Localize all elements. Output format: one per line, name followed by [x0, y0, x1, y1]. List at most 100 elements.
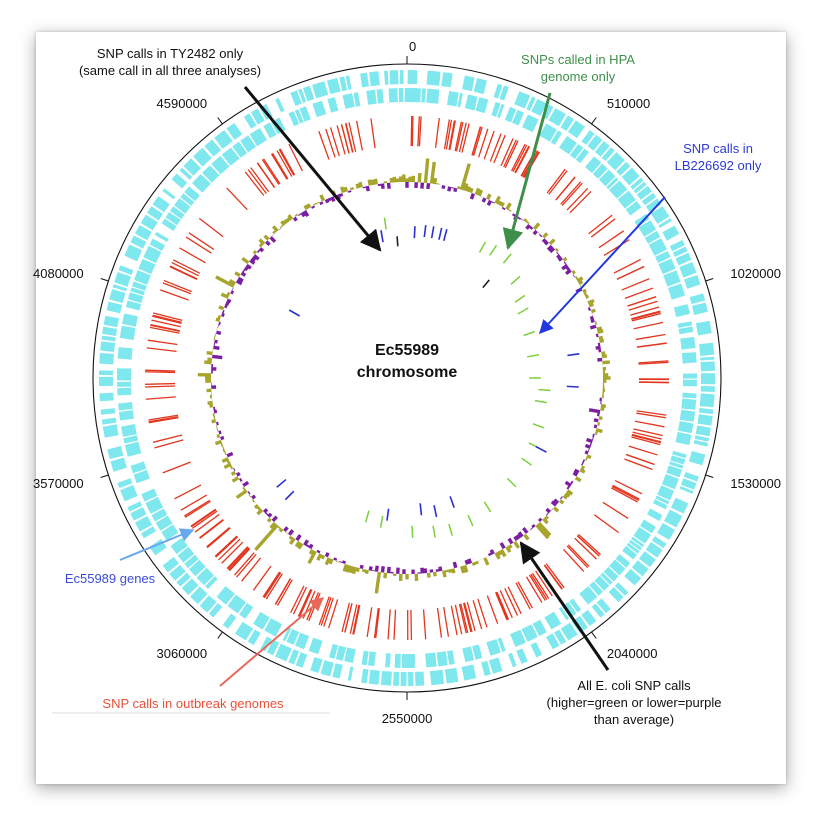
snp-density-high	[221, 457, 230, 463]
snp-density-low	[292, 216, 298, 222]
gene-mark	[118, 265, 134, 276]
outbreak-snp-mark	[146, 347, 177, 353]
gene-mark	[130, 235, 147, 249]
gene-mark	[181, 578, 199, 595]
snp-density-high	[277, 525, 282, 530]
snp-density-high	[229, 465, 234, 470]
lb226692-snp-mark	[413, 226, 416, 239]
gene-mark	[631, 560, 649, 577]
gene-mark	[101, 417, 117, 425]
outbreak-snp-mark	[450, 605, 458, 636]
gene-mark	[329, 643, 339, 659]
gene-mark	[666, 465, 683, 478]
snp-density-low	[347, 190, 352, 193]
snp-density-low	[557, 256, 563, 262]
outbreak-snp-mark	[633, 321, 664, 330]
snp-density-high	[417, 172, 422, 183]
snp-density-high	[595, 428, 603, 434]
gene-mark	[630, 177, 644, 190]
tick-mark	[100, 474, 109, 478]
snp-density-low	[251, 494, 257, 500]
gene-mark	[571, 615, 588, 634]
gene-mark	[183, 158, 202, 176]
gene-mark	[655, 495, 670, 505]
outbreak-snp-mark	[602, 501, 629, 519]
gene-mark	[204, 139, 222, 157]
outbreak-snp-mark	[199, 519, 224, 539]
hpa-snp-mark	[383, 217, 387, 230]
gene-mark	[114, 272, 131, 287]
gene-mark	[106, 301, 123, 314]
snp-density-high	[442, 570, 447, 578]
gene-mark	[499, 85, 509, 101]
annotation-hpa-line: genome only	[541, 69, 616, 84]
snp-density-high	[256, 506, 262, 511]
gene-mark	[199, 595, 217, 613]
snp-density-low	[501, 206, 506, 211]
gene-mark	[650, 206, 670, 225]
snp-density-high	[345, 564, 351, 573]
gene-mark	[152, 196, 170, 213]
snp-density-low	[561, 263, 569, 271]
tick-mark	[217, 631, 223, 639]
snp-density-high	[542, 232, 549, 239]
outbreak-snp-mark	[633, 428, 663, 437]
snp-density-low	[545, 507, 552, 514]
outbreak-snp-mark	[152, 314, 182, 324]
annotation-arrow	[219, 597, 325, 687]
tick-mark	[705, 278, 714, 282]
snp-density-high	[226, 291, 231, 297]
gene-mark	[118, 410, 134, 421]
outbreak-snp-mark	[458, 603, 467, 634]
snp-density-low	[589, 324, 597, 330]
gene-mark	[673, 304, 690, 318]
outbreak-snp-mark	[561, 182, 583, 206]
snp-density-high	[308, 548, 315, 555]
snp-density-high	[251, 499, 256, 503]
annotations: SNP calls in TY2482 only(same call in al…	[52, 46, 762, 727]
outbreak-snp-mark	[261, 159, 280, 185]
snp-density-low	[256, 249, 261, 254]
outbreak-snp-mark	[489, 133, 502, 162]
gene-mark	[414, 671, 425, 686]
gene-mark	[694, 435, 710, 442]
snp-density-low	[220, 435, 225, 441]
snp-density-high	[364, 569, 369, 575]
snp-density-high	[234, 271, 241, 278]
snp-density-high	[370, 179, 375, 186]
gene-mark	[249, 128, 268, 147]
outbreak-snp-mark	[355, 120, 364, 151]
outbreak-snp-mark	[611, 487, 639, 503]
gene-mark	[679, 409, 696, 422]
snp-density-high	[584, 457, 588, 461]
snp-density-low	[295, 534, 302, 542]
snp-density-high	[499, 548, 507, 558]
snp-density-high	[574, 275, 579, 280]
outbreak-snp-mark	[318, 596, 330, 626]
lb226692-snp-mark	[442, 229, 448, 242]
snp-density-low	[452, 561, 458, 569]
snp-density-high	[507, 208, 512, 212]
gene-mark	[118, 402, 133, 411]
snp-density-high	[566, 489, 574, 496]
snp-density-low	[590, 318, 595, 324]
outbreak-snp-mark	[162, 282, 192, 295]
gene-mark	[496, 103, 505, 119]
outbreak-snp-mark	[417, 116, 420, 147]
gene-mark	[247, 629, 261, 646]
gene-mark	[587, 134, 603, 151]
gene-mark	[140, 214, 158, 231]
gene-mark	[360, 72, 369, 88]
snp-density-low	[324, 198, 330, 204]
snp-density-low	[305, 544, 310, 548]
outbreak-snp-mark	[598, 230, 625, 249]
snp-density-high	[463, 564, 469, 573]
gene-mark	[133, 469, 150, 484]
outbreak-snp-mark	[486, 595, 499, 625]
gene-mark	[130, 287, 145, 296]
snp-density-low	[251, 256, 257, 262]
snp-density-low	[265, 240, 271, 247]
snp-density-high	[320, 554, 326, 560]
gene-mark	[367, 651, 376, 667]
gene-mark	[151, 508, 168, 522]
